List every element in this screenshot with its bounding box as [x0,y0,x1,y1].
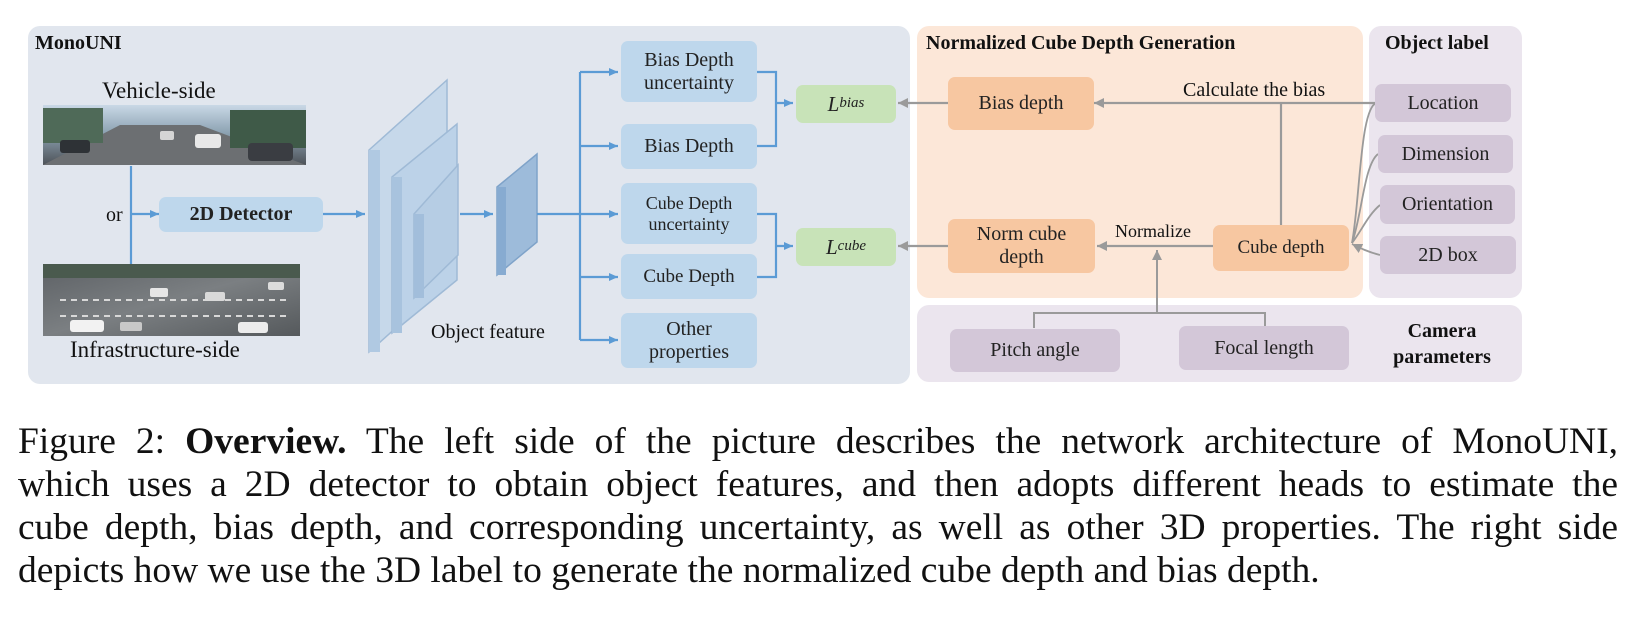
diagram-graphics [43,68,1381,354]
camera-title-line1: Camera [1407,320,1477,342]
loss-cube-sub: cube [837,238,866,255]
object-feature-label: Object feature [431,321,545,343]
norm-line1: Norm cube [976,223,1067,245]
cube-depth-head: Cube Depth [621,254,757,299]
other-line2: properties [649,340,729,363]
dimension-box: Dimension [1378,135,1513,173]
loss-cube-main: L [825,234,838,259]
loss-bias-sub: bias [839,95,865,112]
caption-line-3: cube depth, bias depth, and correspondin… [18,507,1618,548]
other-line1: Other [666,317,712,340]
2d-detector-box: 2D Detector [159,197,323,232]
cube-depth-uncertainty-head: Cube Depth uncertainty [621,183,757,244]
normalize-label: Normalize [1115,221,1191,241]
caption-line-1: Figure 2: Overview. The left side of the… [18,420,1618,463]
pitch-angle-box: Pitch angle [950,329,1120,372]
loss-bias-main: L [827,91,840,116]
or-label: or [106,204,123,226]
focal-length-box: Focal length [1179,326,1349,370]
2d-box-box: 2D box [1380,236,1516,274]
bias-depth-box: Bias depth [948,77,1094,130]
cube-unc-line2: uncertainty [648,213,730,234]
caption-bold: Overview. [185,421,347,462]
bias-unc-line2: uncertainty [644,71,734,94]
normalized-cube-depth-title: Normalized Cube Depth Generation [926,32,1236,54]
figure-diagram: MonoUNI Normalized Cube Depth Generation… [28,26,1522,384]
object-feature-map [496,152,538,277]
vehicle-side-label: Vehicle-side [102,78,216,103]
cube-depth-box: Cube depth [1213,225,1349,271]
infrastructure-side-image [43,264,300,336]
vehicle-side-image [43,105,306,165]
object-label-title: Object label [1385,32,1489,54]
cube-unc-line1: Cube Depth [645,192,733,213]
caption-line-2: which uses a 2D detector to obtain objec… [18,464,1618,505]
camera-title-line2: parameters [1393,346,1491,368]
monouni-title: MonoUNI [35,32,122,54]
bias-unc-line1: Bias Depth [644,48,734,71]
location-box: Location [1375,84,1511,122]
orientation-box: Orientation [1380,185,1515,224]
caption-prefix: Figure 2: [18,421,186,462]
backbone-feature-maps [368,78,459,354]
infrastructure-side-label: Infrastructure-side [70,337,240,362]
caption-line1-rest: The left side of the picture describes t… [346,421,1618,462]
camera-parameters-title: Camera parameters [1372,318,1512,370]
caption-line-4: depicts how we use the 3D label to gener… [18,550,1320,591]
other-properties-head: Other properties [621,313,757,368]
bias-depth-head: Bias Depth [621,124,757,169]
norm-line2: depth [999,246,1044,268]
figure-caption: Figure 2: Overview. The left side of the… [18,420,1618,592]
calculate-bias-label: Calculate the bias [1183,79,1326,101]
norm-cube-depth-box: Norm cube depth [948,219,1095,273]
bias-depth-uncertainty-head: Bias Depth uncertainty [621,41,757,102]
